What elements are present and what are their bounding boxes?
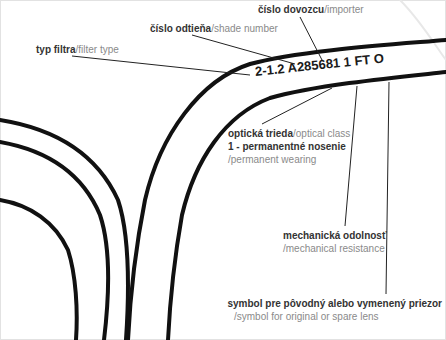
part-label-sk: 1 - permanentné nosenie [228, 141, 346, 153]
part-label-en: /importer [324, 4, 363, 16]
part-label-sk: číslo dovozcu [258, 4, 324, 16]
part-label-sk: optická trieda [228, 128, 293, 140]
leader-line [386, 82, 389, 294]
part-label-en: /shade number [211, 23, 278, 35]
frame-outline [0, 40, 446, 340]
part-label-en: /optical class [293, 128, 350, 140]
part-label-en: /symbol for original or spare lens [234, 311, 379, 323]
leader-line [192, 35, 295, 64]
part-label-en: /filter type [75, 44, 118, 56]
part-label-sk: symbol pre pôvodný alebo vymenený priezo… [227, 298, 442, 310]
leader-lines [72, 17, 389, 294]
part-label-sk: typ filtra [36, 44, 75, 56]
leader-line [262, 88, 332, 124]
page-curl [400, 0, 446, 60]
part-label-sk: číslo odtieňa [150, 23, 211, 35]
part-label-en: /mechanical resistance [283, 243, 385, 255]
leader-line [72, 56, 250, 75]
part-label-sk: mechanická odolnosť [283, 230, 387, 242]
part-label-en: /permanent wearing [228, 154, 316, 166]
leader-line [345, 86, 357, 226]
leader-line [300, 17, 322, 60]
